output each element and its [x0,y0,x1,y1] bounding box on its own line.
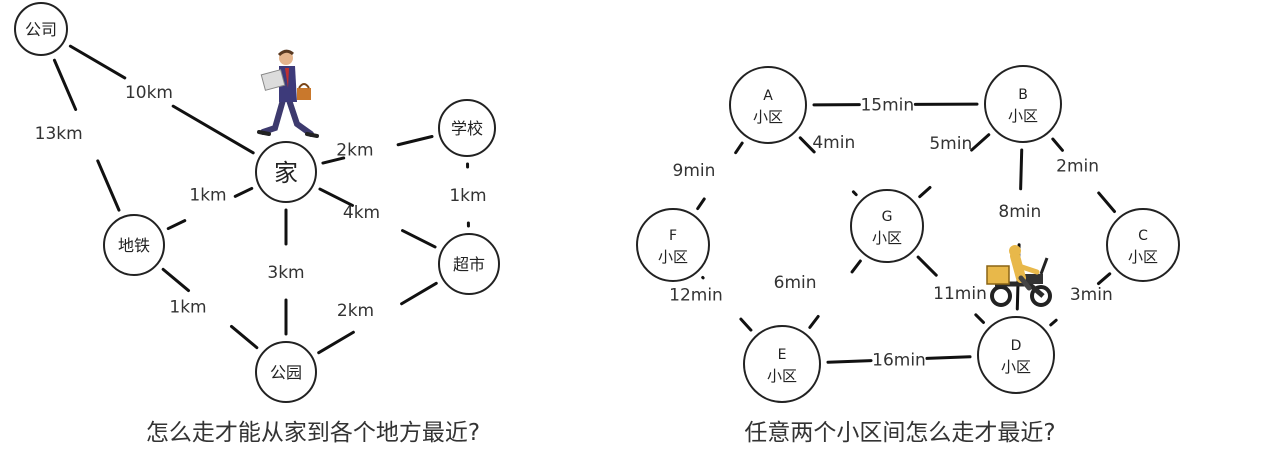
right-edge-E-D-segment-b [927,357,970,359]
right-node-F-label-1: F [669,228,677,244]
right-edge-G-E-segment-b [810,316,818,327]
right-edge-F-E-label: 12min [669,285,723,305]
right-edge-E-D-segment-a [828,361,871,363]
left-node-subway-label: 地铁 [118,236,150,255]
right-edge-G-D-segment-a [918,257,936,275]
right-edge-G-D-label: 11min [933,284,987,304]
left-node-home: 家 [256,142,316,202]
left-edge-subway-park-segment-a [163,269,188,290]
right-edge-A-F-segment-b [698,199,705,209]
right-node-G-label-1: G [882,209,893,225]
left-node-company-label: 公司 [25,20,57,39]
left-edge-home-subway-segment-b [168,221,185,229]
left-edge-company-home-segment-a [70,46,124,78]
right-node-C-circle [1107,209,1179,281]
left-node-park: 公园 [256,342,316,402]
right-edge-B-G-segment-a [972,135,989,150]
left-node-supermarket-label: 超市 [453,255,485,274]
right-edge-C-D-label: 3min [1070,285,1113,305]
left-edge-supermarket-park-segment-a [402,283,437,303]
right-edge-B-C-label: 2min [1056,157,1099,177]
left-node-school-label: 学校 [451,119,483,138]
right-node-A-label-1: A [763,88,773,104]
left-edge-company-subway-label: 13km [35,124,83,144]
right-edge-A-G-segment-b [853,192,856,195]
left-edge-home-subway-segment-a [235,188,252,196]
right-edge-B-C-segment-a [1053,139,1063,150]
left-edge-home-school-label: 2km [336,140,373,160]
left-edge-home-subway-label: 1km [189,186,226,206]
right-edge-A-B-label: 15min [860,96,914,116]
left-node-subway: 地铁 [104,215,164,275]
left-edge-supermarket-park-segment-b [319,332,354,352]
left-edge-subway-park-segment-b [231,326,256,347]
right-edge-C-D-segment-b [1051,320,1056,325]
right-node-A: A 小区 [730,67,806,143]
left-edge-subway-park-label: 1km [169,298,206,318]
walking-businessman-icon [259,51,317,136]
right-edge-A-F-segment-a [736,143,743,153]
right-caption: 任意两个小区间怎么走才最近? [744,413,1055,447]
left-edge-home-park-label: 3km [267,263,304,283]
right-node-D-label-1: D [1011,338,1022,354]
left-edge-supermarket-park-label: 2km [337,301,374,321]
right-edge-A-F-label: 9min [673,161,716,181]
right-node-B: B 小区 [985,66,1061,142]
right-node-G-circle [851,190,923,262]
left-node-park-label: 公园 [270,363,302,382]
right-node-B-label-2: 小区 [1008,107,1038,125]
right-edge-G-E-segment-a [852,261,860,272]
left-edge-company-subway-segment-a [54,60,75,109]
right-node-B-label-1: B [1018,87,1028,103]
right-node-C-label-2: 小区 [1128,248,1158,266]
left-edge-home-school-segment-b [398,137,432,145]
right-node-F-circle [637,209,709,281]
right-node-A-label-2: 小区 [753,108,783,126]
left-node-company: 公司 [15,3,67,55]
right-edge-B-D-segment-a [1021,150,1022,189]
left-edge-company-home-label: 10km [125,83,173,103]
left-graph-edges: 10km 13km 2km 1km 4km 3km 1km 1km 2km [35,46,487,353]
left-edge-school-supermarket-label: 1km [449,186,486,206]
right-edge-B-D-label: 8min [998,202,1041,222]
left-node-school: 学校 [439,100,495,156]
right-node-D-circle [978,317,1054,393]
right-edge-A-G-label: 4min [812,133,855,153]
right-node-E-label-1: E [778,347,787,363]
left-node-home-label: 家 [274,159,298,187]
right-edge-F-E-segment-b [741,319,751,330]
right-node-D-label-2: 小区 [1001,358,1031,376]
right-node-D: D 小区 [978,317,1054,393]
right-node-E-circle [744,326,820,402]
right-node-B-circle [985,66,1061,142]
right-edge-E-D-label: 16min [872,351,926,371]
right-node-G-label-2: 小区 [872,229,902,247]
right-node-G: G 小区 [851,190,923,262]
right-edge-B-G-label: 5min [929,134,972,154]
left-edge-company-home-segment-b [173,106,253,153]
right-node-C-label-1: C [1138,228,1148,244]
right-node-C: C 小区 [1107,209,1179,281]
right-edge-G-E-label: 6min [774,273,817,293]
right-edge-G-D-segment-b [976,315,984,323]
right-edge-C-D-segment-a [1098,274,1109,284]
right-node-A-circle [730,67,806,143]
right-node-F: F 小区 [637,209,709,281]
right-node-E-label-2: 小区 [767,367,797,385]
right-node-E: E 小区 [744,326,820,402]
left-caption: 怎么走才能从家到各个地方最近? [146,413,480,447]
left-edge-company-subway-segment-b [98,161,119,210]
left-node-supermarket: 超市 [439,234,499,294]
right-edge-B-G-segment-b [920,187,930,196]
right-edge-B-C-segment-b [1099,193,1115,212]
left-edge-home-supermarket-segment-b [403,231,436,247]
left-edge-home-supermarket-label: 4km [343,203,380,223]
right-node-F-label-2: 小区 [658,248,688,266]
